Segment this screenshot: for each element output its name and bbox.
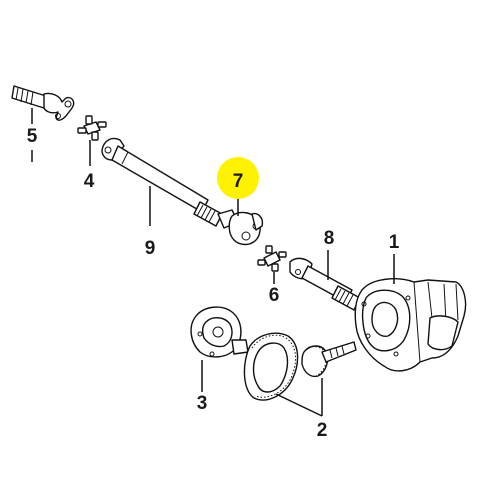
part-7-inner-shaft-yoke — [217, 209, 264, 246]
callout-7: 7 — [233, 171, 244, 192]
part-2-ring-gear-pinion — [243, 332, 357, 401]
part-3-differential-carrier — [190, 306, 249, 358]
callout-6: 6 — [269, 285, 280, 306]
callout-4: 4 — [84, 171, 95, 192]
part-9-axle-shaft — [101, 137, 223, 227]
callout-5: 5 — [27, 126, 38, 147]
part-6-u-joint-cross — [257, 245, 287, 272]
part-4-u-joint-cross — [77, 115, 107, 141]
callout-7-highlight — [217, 157, 259, 199]
part-5-stub-shaft-yoke — [11, 85, 75, 121]
part-1-differential-housing — [354, 278, 467, 372]
callout-labels: 1 2 3 4 5 6 7 8 9 — [27, 126, 400, 441]
callout-1: 1 — [389, 232, 400, 253]
part-8-stub-shaft — [289, 257, 361, 311]
callout-9: 9 — [145, 238, 156, 259]
leader-lines — [31, 108, 395, 417]
callout-8: 8 — [324, 228, 335, 249]
callout-2: 2 — [317, 420, 328, 441]
callout-3: 3 — [197, 393, 208, 414]
leader-2a — [275, 393, 323, 417]
